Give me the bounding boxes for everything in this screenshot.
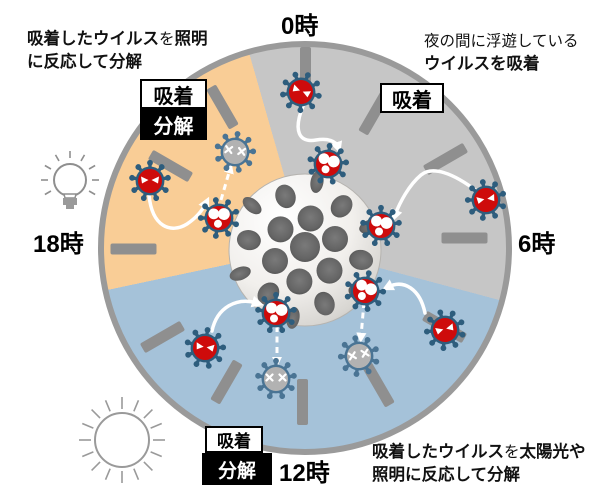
virus-adsorbed-icon xyxy=(360,204,402,247)
lightbulb-icon xyxy=(41,151,99,209)
adsorption-arrow xyxy=(210,295,264,333)
note-day: 吸着したウイルスを太陽光や 照明に反応して分解 xyxy=(372,441,586,487)
decomposition-arrow xyxy=(219,163,234,201)
virus-active-icon xyxy=(423,309,466,352)
adsorption-arrow xyxy=(391,169,480,222)
adsorption-arrow xyxy=(147,193,210,230)
hour-label-18: 18時 xyxy=(33,231,84,258)
virus-dead-icon xyxy=(337,335,380,377)
virus-active-icon xyxy=(280,71,322,114)
adsorb-label-evening: 吸着 xyxy=(140,79,207,109)
decompose-label-day: 分解 xyxy=(202,453,272,485)
virus-adsorbed-icon xyxy=(344,270,387,312)
note-day-line1: 吸着したウイルスを太陽光や xyxy=(372,443,586,461)
virus-active-icon xyxy=(129,159,171,202)
note-night-line2: ウイルスを吸着 xyxy=(424,55,540,73)
virus-dead-icon xyxy=(214,131,257,173)
hour-label-6: 6時 xyxy=(518,231,556,258)
hour-label-12: 12時 xyxy=(279,460,330,487)
note-evening-line1: 吸着したウイルスを照明 xyxy=(27,30,208,48)
adsorption-arrow xyxy=(381,279,427,315)
virus-dead-icon xyxy=(255,357,297,400)
note-evening-line2: に反応して分解 xyxy=(27,53,143,71)
virus-active-icon xyxy=(184,327,227,369)
hour-label-0: 0時 xyxy=(281,13,319,40)
decompose-label-evening: 分解 xyxy=(140,109,207,140)
photocatalyst-ball xyxy=(228,171,382,329)
clock-tick xyxy=(299,47,311,93)
note-evening: 吸着したウイルスを照明 に反応して分解 xyxy=(27,28,208,74)
virus-adsorbed-icon xyxy=(197,197,240,239)
virus-active-icon xyxy=(464,179,507,221)
sun-icon xyxy=(79,397,165,483)
adsorption-arrow xyxy=(296,104,343,154)
note-night-line1: 夜の間に浮遊している xyxy=(424,33,579,50)
decomposition-arrow xyxy=(356,301,367,343)
adsorb-label-night: 吸着 xyxy=(380,83,444,113)
note-night: 夜の間に浮遊している ウイルスを吸着 xyxy=(424,30,579,76)
note-day-line2: 照明に反応して分解 xyxy=(372,466,521,484)
virus-adsorbed-icon xyxy=(255,291,297,334)
virus-adsorbed-icon xyxy=(307,142,350,185)
adsorb-label-day: 吸着 xyxy=(205,426,263,453)
